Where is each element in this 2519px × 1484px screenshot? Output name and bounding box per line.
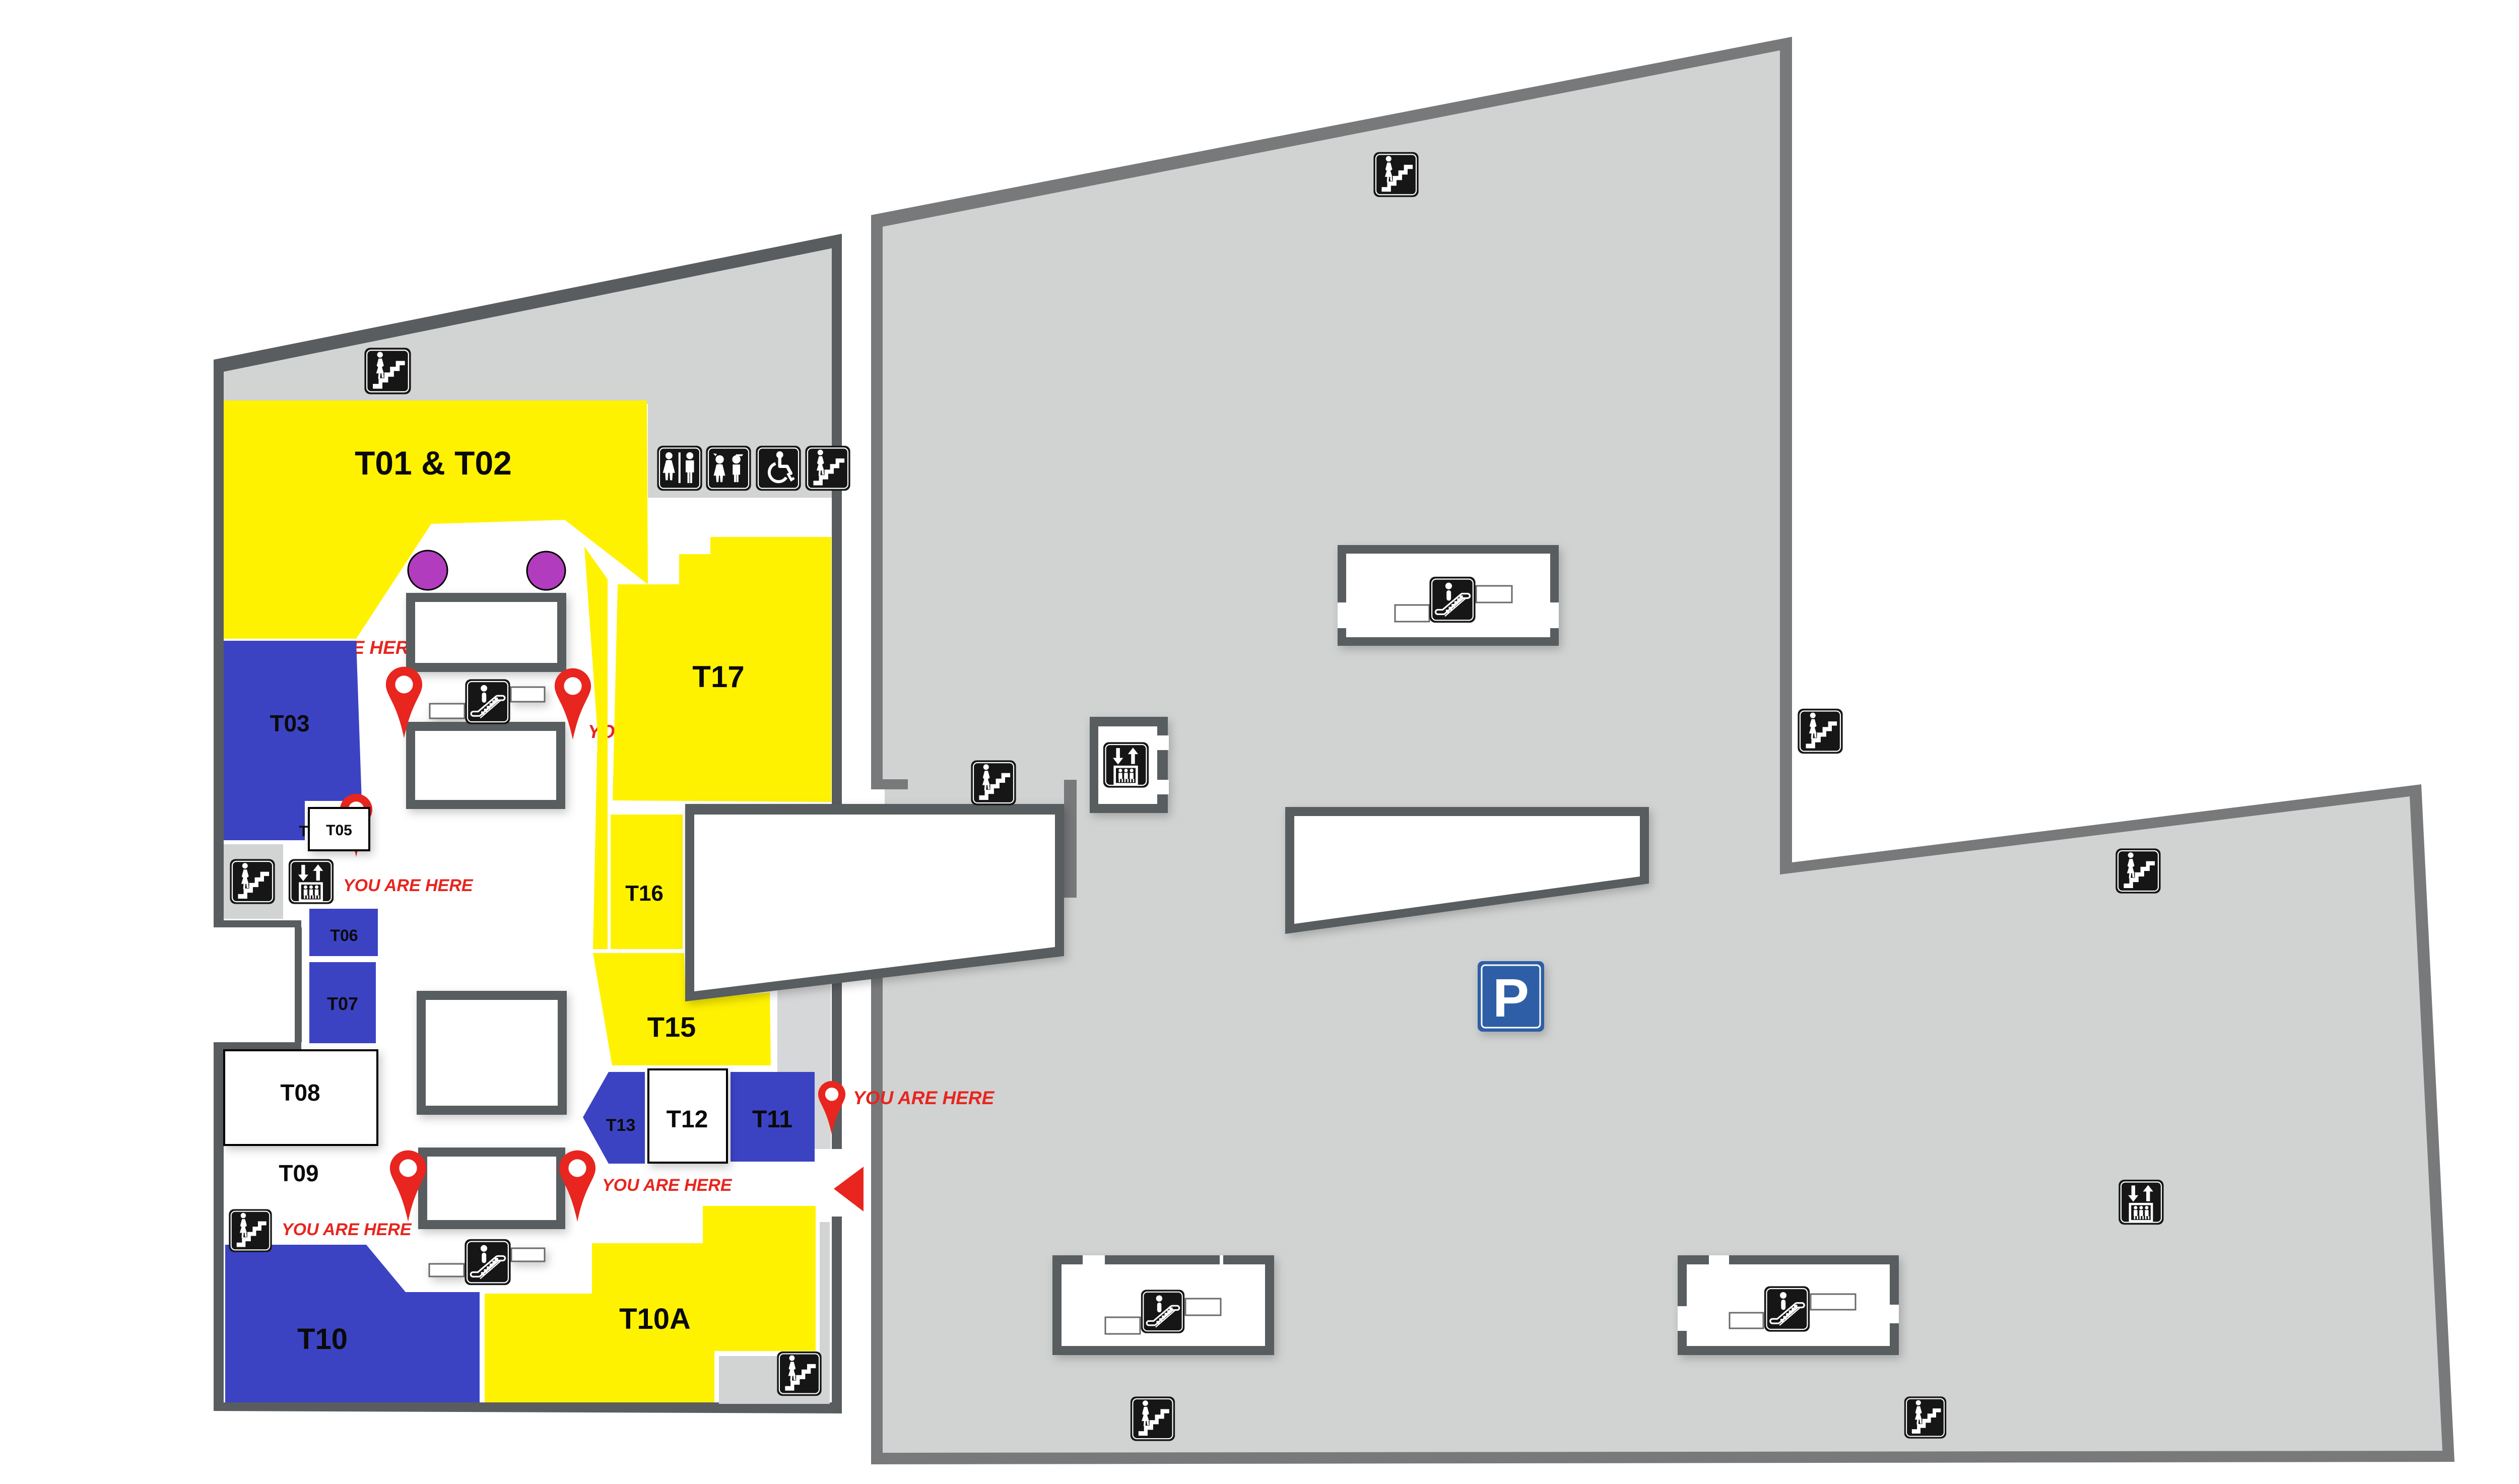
svg-text:YOU ARE HERE: YOU ARE HERE — [343, 876, 474, 895]
svg-text:YOU ARE HERE: YOU ARE HERE — [282, 1220, 412, 1239]
svg-text:T09: T09 — [279, 1160, 318, 1186]
svg-text:P: P — [1493, 967, 1529, 1028]
svg-text:T13: T13 — [606, 1116, 636, 1135]
svg-text:YOU ARE HERE: YOU ARE HERE — [602, 1176, 733, 1195]
svg-text:T06: T06 — [330, 926, 358, 945]
svg-text:T01 & T02: T01 & T02 — [355, 444, 512, 482]
svg-text:T03: T03 — [270, 710, 309, 736]
svg-text:T15: T15 — [647, 1011, 696, 1043]
svg-text:T17: T17 — [692, 660, 744, 694]
svg-text:T12: T12 — [667, 1106, 708, 1133]
svg-text:T10A: T10A — [619, 1303, 691, 1335]
svg-text:T05: T05 — [326, 822, 352, 839]
svg-text:T10: T10 — [297, 1323, 348, 1356]
svg-text:T11: T11 — [752, 1106, 792, 1133]
svg-text:T08: T08 — [280, 1080, 320, 1106]
svg-text:T16: T16 — [625, 881, 664, 906]
svg-text:YOU ARE HERE: YOU ARE HERE — [853, 1088, 995, 1108]
svg-text:T07: T07 — [327, 993, 358, 1014]
